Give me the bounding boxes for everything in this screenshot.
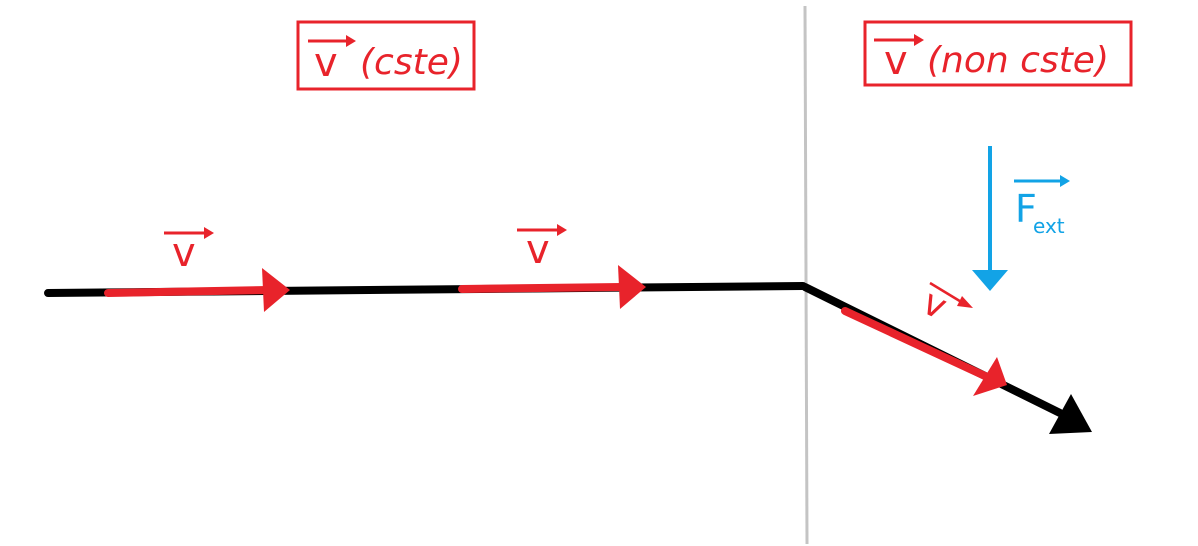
trajectory-arrowhead bbox=[1049, 394, 1092, 434]
force-vector bbox=[972, 146, 1008, 291]
force-label-tip bbox=[1060, 175, 1070, 187]
velocity-label-3-symbol: v bbox=[916, 282, 953, 328]
velocity-label-3-tip bbox=[957, 296, 973, 308]
force-label-subscript: ext bbox=[1033, 214, 1065, 238]
velocity-label-3: v bbox=[916, 282, 973, 328]
right-title-vector-tip bbox=[914, 34, 924, 46]
velocity-vector-1-head bbox=[262, 268, 290, 312]
velocity-label-1-symbol: v bbox=[172, 230, 196, 276]
force-vector-head bbox=[972, 270, 1008, 291]
velocity-label-1: v bbox=[164, 227, 214, 276]
right-title: v (non cste) bbox=[863, 20, 1133, 87]
force-label-symbol: F bbox=[1015, 187, 1037, 231]
right-title-box bbox=[863, 20, 1133, 87]
velocity-vector-3-shaft bbox=[841, 307, 989, 380]
velocity-label-2: v bbox=[517, 224, 567, 273]
left-title-vector-tip bbox=[346, 35, 356, 47]
left-title: v (cste) bbox=[296, 20, 476, 91]
velocity-label-2-symbol: v bbox=[526, 227, 550, 273]
velocity-label-1-tip bbox=[204, 227, 214, 239]
velocity-vector-1-shaft bbox=[104, 286, 272, 297]
velocity-vector-2-shaft bbox=[458, 283, 626, 293]
velocity-label-3-bar bbox=[929, 281, 964, 305]
left-title-symbol: v bbox=[314, 40, 338, 86]
velocity-vector-2-head bbox=[618, 265, 646, 309]
left-title-box bbox=[296, 20, 476, 91]
divider-line bbox=[803, 5, 809, 545]
force-label: F ext bbox=[1014, 175, 1070, 238]
velocity-vector-1 bbox=[104, 268, 290, 312]
velocity-label-2-tip bbox=[557, 224, 567, 236]
right-title-symbol: v bbox=[884, 38, 908, 84]
right-title-text: (non cste) bbox=[927, 40, 1109, 81]
velocity-vector-2 bbox=[458, 265, 646, 309]
velocity-vector-3-head bbox=[973, 357, 1007, 396]
left-title-text: (cste) bbox=[360, 42, 463, 83]
velocity-vector-3 bbox=[841, 307, 1007, 396]
